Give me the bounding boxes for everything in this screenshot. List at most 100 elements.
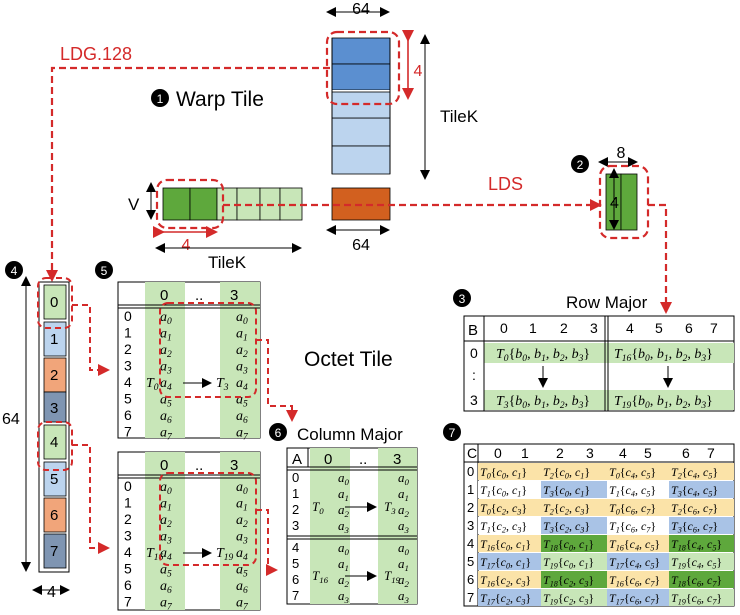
- octet-a-right: a7​: [236, 426, 249, 443]
- octet-row-index: 3: [124, 528, 132, 544]
- octet-a-right: a3​: [236, 530, 248, 547]
- table-c-cell-bg: [541, 589, 607, 606]
- stack-arrow-bottom: [72, 444, 110, 554]
- octet-a-left: a4​: [160, 546, 172, 563]
- green-block-highlight: [598, 164, 650, 240]
- lds-label: LDS: [488, 174, 523, 194]
- table-c-body: T0​{c0​, c1​}T2​{c0​, c1​}T0​{c4​, c5​}T…: [467, 463, 734, 607]
- svg-text:..: ..: [195, 457, 203, 474]
- badge-3: [453, 289, 471, 307]
- svg-text:5: 5: [50, 471, 58, 488]
- svg-text:0: 0: [160, 287, 168, 304]
- dim-4-red-left: 4: [182, 237, 191, 254]
- table-a-a-right: a1​: [398, 486, 409, 503]
- table-c-cell-bg: [541, 481, 607, 498]
- octet-top-arrow: [256, 339, 298, 422]
- badge-5: [95, 261, 113, 279]
- octet-a-right: a0​: [236, 480, 248, 497]
- row-major-arrow: [648, 203, 672, 314]
- table-c-cell-bg: [478, 571, 541, 588]
- octet-a-left: a3​: [160, 360, 172, 377]
- table-c-cell: T17​{c2​, c3​}: [480, 591, 531, 607]
- table-a-row-index: 3: [292, 518, 299, 533]
- octet-row-index: 2: [124, 341, 132, 357]
- table-a-a-right: a3​: [398, 518, 410, 535]
- table-a-row-index: 2: [292, 502, 299, 517]
- octet-a-right: a5​: [236, 563, 248, 580]
- stack-highlight-top: [37, 277, 73, 329]
- octet-thread-left: T0​: [146, 376, 159, 393]
- svg-text:5: 5: [655, 320, 663, 336]
- table-b-body: T0​{b0​, b1​, b2​, b3​}T16​{b0​, b1​, b2…: [496, 347, 713, 411]
- table-b: B 0 1 2 3 4 5 6 7 0 : 3: [463, 315, 735, 412]
- octet-a-right: a1​: [236, 327, 248, 344]
- octet-a-right: a0​: [236, 310, 248, 327]
- octet-a-right: a1​: [236, 497, 248, 514]
- octet-thread-left: T16​: [146, 546, 164, 563]
- svg-text:3: 3: [590, 320, 598, 336]
- table-c-cell-bg: [669, 499, 734, 516]
- octet-row-index: 1: [124, 325, 132, 341]
- svg-text:5: 5: [101, 264, 108, 278]
- table-a-a-left: a2​: [338, 572, 350, 589]
- svg-text:0: 0: [494, 445, 502, 461]
- table-a-row-index: 4: [292, 540, 299, 555]
- svg-text:0: 0: [324, 451, 332, 468]
- table-c-cell: T17​{c4​, c5​}: [609, 555, 660, 571]
- table-c-cell-bg: [607, 481, 669, 498]
- table-c-cell-bg: [541, 463, 607, 480]
- table-b-cell: T19​{b0​, b1​, b2​, b3​}: [614, 394, 713, 411]
- table-c-cell-bg: [541, 571, 607, 588]
- svg-text:2: 2: [577, 158, 584, 172]
- svg-text:1: 1: [50, 331, 58, 348]
- table-c-row-index: 4: [467, 536, 474, 551]
- table-c-cell-bg: [669, 463, 734, 480]
- octet-row-index: 6: [124, 407, 132, 423]
- badge-1: [151, 89, 169, 107]
- table-c-cell-bg: [607, 589, 669, 606]
- octet-a-right: a2​: [236, 343, 248, 360]
- table-a-a-right: a1​: [398, 556, 409, 573]
- svg-text:4: 4: [50, 434, 58, 451]
- octet-row-index: 0: [124, 478, 132, 494]
- table-c-cell: T19​{c4​, c5​}: [671, 555, 722, 571]
- octet-top-highlight: [159, 302, 257, 398]
- table-c-cell-bg: [478, 589, 541, 606]
- octet-row-index: 5: [124, 561, 132, 577]
- tilek-right: TileK: [440, 107, 479, 126]
- table-a-a-right: a2​: [398, 572, 410, 589]
- table-c-cell-bg: [669, 481, 734, 498]
- table-c-cell: T18​{c6​, c7​}: [671, 573, 722, 589]
- octet-a-left: a2​: [160, 343, 172, 360]
- row-major-label: Row Major: [566, 293, 648, 312]
- svg-text:C: C: [467, 445, 477, 461]
- svg-text:0: 0: [160, 457, 168, 474]
- table-c-cell: T0​{c2​, c3​}: [480, 501, 527, 517]
- svg-text:7: 7: [707, 445, 715, 461]
- table-c-row-index: 5: [467, 554, 474, 569]
- svg-text:1: 1: [157, 92, 164, 106]
- table-a-a-left: a1​: [338, 556, 349, 573]
- octet-a-left: a1​: [160, 497, 172, 514]
- octet-row-index: 4: [124, 374, 132, 390]
- table-c-cell-bg: [478, 463, 541, 480]
- table-c-cell-bg: [669, 589, 734, 606]
- svg-text:A: A: [292, 451, 302, 468]
- octet-a-left: a7​: [160, 426, 173, 443]
- table-c-cell-bg: [478, 535, 541, 552]
- octet-bottom-highlight: [159, 472, 257, 566]
- table-c-cell-bg: [607, 499, 669, 516]
- table-c-cell: T18​{c2​, c3​}: [543, 573, 594, 589]
- octet-row-index: 0: [124, 308, 132, 324]
- table-c-cell-bg: [669, 553, 734, 570]
- table-c-cell: T19​{c0​, c1​}: [543, 555, 594, 571]
- table-c-cell-bg: [478, 517, 541, 534]
- svg-text:1: 1: [529, 320, 537, 336]
- svg-text:3: 3: [230, 457, 238, 474]
- table-c-cell: T16​{c0​, c1​}: [480, 537, 531, 553]
- octet-bottom-body: 0a0​a0​1a1​a1​2a2​a2​3a3​a3​4a4​a4​5a5​a…: [124, 478, 249, 613]
- table-c-cell: T0​{c6​, c7​}: [609, 501, 656, 517]
- table-c-cell: T3​{c6​, c7​}: [671, 519, 718, 535]
- table-a-row-index: 7: [292, 588, 299, 603]
- table-c-cell-bg: [669, 571, 734, 588]
